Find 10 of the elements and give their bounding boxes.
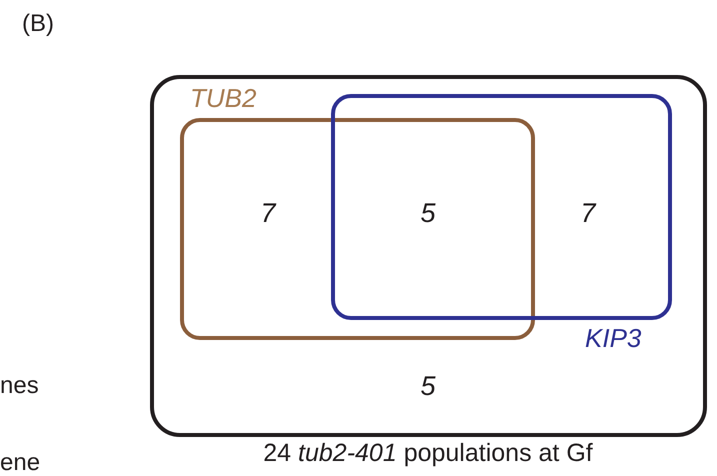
count-value: 7 xyxy=(580,200,596,227)
panel-label: (B) xyxy=(22,12,54,36)
count-value: 5 xyxy=(420,200,436,227)
text-fragment: ene xyxy=(0,451,40,475)
text-fragment: nes xyxy=(0,374,39,398)
count-value: 7 xyxy=(260,200,276,227)
set-label: KIP3 xyxy=(585,325,642,351)
node-label: 24 tub2-401 populations at Gf xyxy=(263,441,593,466)
count-value: 5 xyxy=(420,373,436,400)
set-label: TUB2 xyxy=(190,85,256,111)
